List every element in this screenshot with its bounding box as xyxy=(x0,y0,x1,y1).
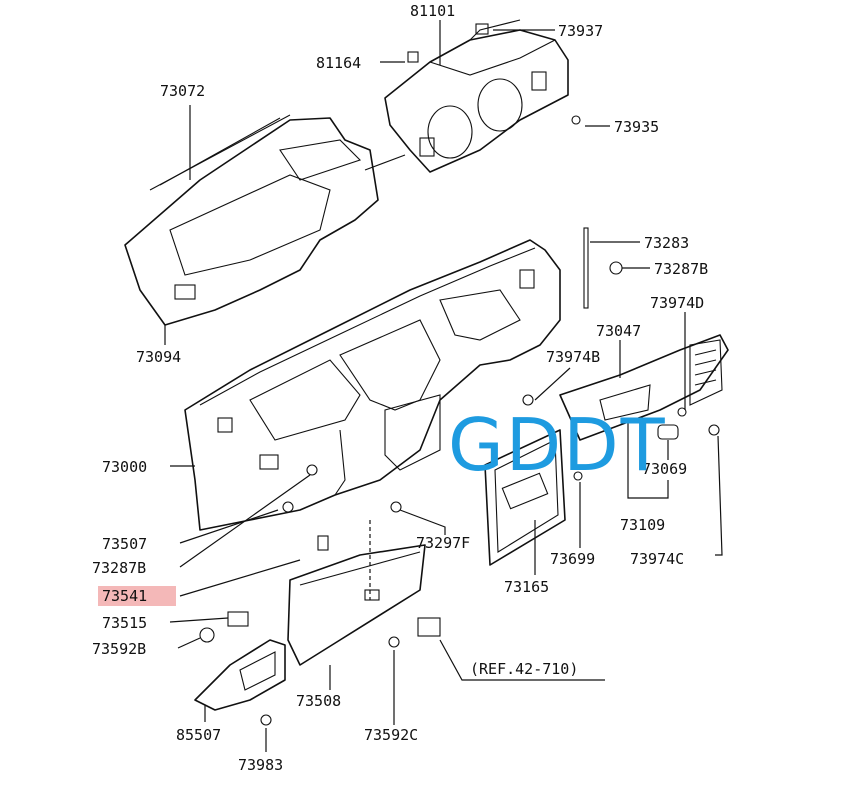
label-73165: 73165 xyxy=(504,578,549,596)
label-73287B-upper: 73287B xyxy=(654,260,708,278)
highlight-73541 xyxy=(98,586,176,606)
label-73508: 73508 xyxy=(296,692,341,710)
upper-panel-drawing xyxy=(124,114,406,326)
label-73000: 73000 xyxy=(102,458,147,476)
leader-lines xyxy=(164,20,723,752)
meter-hood-drawing xyxy=(384,19,569,173)
label-73069: 73069 xyxy=(642,460,687,478)
part-labels: 81101 73937 81164 73072 73935 73283 7328… xyxy=(92,2,708,774)
label-73515: 73515 xyxy=(102,614,147,632)
label-81101: 81101 xyxy=(410,2,455,20)
label-81164: 81164 xyxy=(316,54,361,72)
right-lower-panel-drawing xyxy=(559,334,729,441)
label-73974D: 73974D xyxy=(650,294,704,312)
label-73974C: 73974C xyxy=(630,550,684,568)
label-85507: 85507 xyxy=(176,726,221,744)
label-73507: 73507 xyxy=(102,535,147,553)
label-73297F: 73297F xyxy=(416,534,470,552)
label-73592B: 73592B xyxy=(92,640,146,658)
label-73937: 73937 xyxy=(558,22,603,40)
label-73983: 73983 xyxy=(238,756,283,774)
instrument-panel-drawing xyxy=(184,239,561,531)
label-73541: 73541 xyxy=(102,587,147,605)
label-ref-42-710: (REF.42-710) xyxy=(470,660,578,678)
label-73287B-lower: 73287B xyxy=(92,559,146,577)
label-73699: 73699 xyxy=(550,550,595,568)
fasteners-drawing xyxy=(199,23,720,726)
watermark-text: GDDT xyxy=(448,403,667,487)
label-73094: 73094 xyxy=(136,348,181,366)
label-73047: 73047 xyxy=(596,322,641,340)
label-73283: 73283 xyxy=(644,234,689,252)
label-73072: 73072 xyxy=(160,82,205,100)
glove-box-drawing xyxy=(287,544,426,666)
label-73592C: 73592C xyxy=(364,726,418,744)
label-73974B: 73974B xyxy=(546,348,600,366)
label-73935: 73935 xyxy=(614,118,659,136)
center-cluster-drawing xyxy=(484,429,566,566)
lower-cover-drawing xyxy=(194,639,286,711)
label-73109: 73109 xyxy=(620,516,665,534)
